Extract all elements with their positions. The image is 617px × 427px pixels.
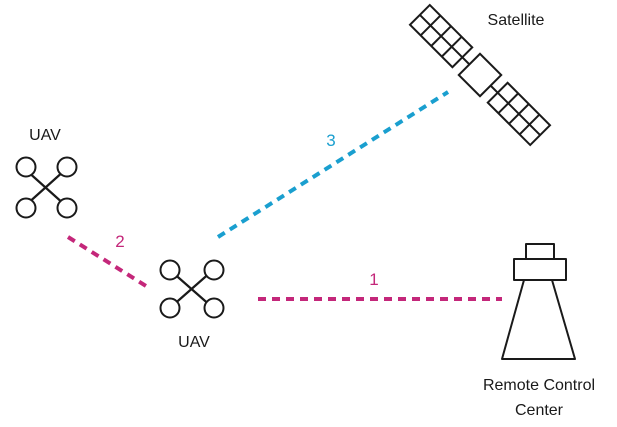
link-3-line [216, 90, 450, 239]
control-tower-icon [501, 243, 576, 360]
satellite-label: Satellite [488, 12, 545, 29]
link-2-line [66, 235, 148, 288]
uav-center-label: UAV [178, 334, 210, 351]
uav-left-quadcopter-icon [15, 156, 78, 219]
link-3-label: 3 [326, 131, 335, 150]
link-2-label: 2 [115, 232, 124, 251]
uav-center-quadcopter-icon [159, 259, 225, 319]
satellite-icon [408, 3, 552, 147]
uav-left-label: UAV [29, 127, 61, 144]
remote-control-center-label-line2: Center [515, 402, 564, 419]
remote-control-center-label-line1: Remote Control [483, 377, 595, 394]
link-1-label: 1 [369, 270, 378, 289]
